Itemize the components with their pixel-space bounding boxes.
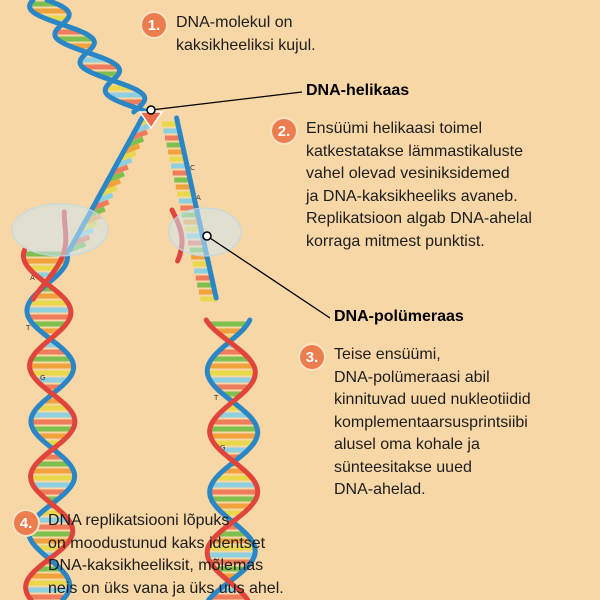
base-letter: T: [213, 394, 219, 402]
base-letter: T: [25, 324, 31, 332]
old-strand-left-lower: [24, 247, 78, 600]
old-strand-right-lower: [204, 317, 261, 600]
step-number-badge: 2.: [272, 119, 296, 143]
step-2: 2. Ensüümi helikaasi toimel katkestataks…: [272, 118, 532, 253]
new-strand-left-lower: [20, 247, 78, 600]
step-1: 1. DNA-molekul on kaksikheeliksi kujul.: [142, 12, 316, 57]
old-strand-right-arm: [174, 115, 219, 301]
new-strand-right-lower: [203, 317, 261, 600]
step-4: 4. DNA replikatsiooni lõpuks on moodustu…: [14, 510, 284, 600]
helicase-label: DNA-helikaas: [306, 82, 410, 99]
step-number-badge: 1.: [142, 13, 166, 37]
base-letter: A: [30, 274, 35, 282]
old-strand-top-b: [27, 0, 148, 115]
step-number-badge: 3.: [300, 345, 324, 369]
polymerase-pointer-line: [206, 235, 331, 319]
step-text: DNA replikatsiooni lõpuks on moodustunud…: [48, 512, 284, 597]
replication-bubbles: [11, 203, 242, 257]
polymerase-label: DNA-polümeraas: [334, 308, 464, 325]
old-strand-top-a: [44, 0, 151, 115]
dna-strands: [20, 0, 261, 600]
helicase-pointer-dot: [146, 105, 156, 115]
step-3: 3. Teise ensüümi, DNA-polümeraasi abil k…: [300, 344, 531, 502]
helicase-pointer-line: [150, 91, 303, 111]
step-text: Ensüümi helikaasi toimel katkestatakse l…: [306, 120, 532, 250]
base-letter: G: [220, 444, 225, 452]
base-letter: C: [190, 164, 195, 172]
step-text: DNA-molekul on kaksikheeliksi kujul.: [176, 14, 316, 54]
polymerase-bubble-left: [11, 203, 109, 257]
base-letter: G: [40, 374, 45, 382]
pointer-lines: [150, 91, 331, 319]
step-number-badge: 4.: [14, 511, 38, 535]
polymerase-pointer-dot: [202, 231, 212, 241]
step-text: Teise ensüümi, DNA-polümeraasi abil kinn…: [334, 346, 531, 498]
base-letter: A: [196, 194, 201, 202]
